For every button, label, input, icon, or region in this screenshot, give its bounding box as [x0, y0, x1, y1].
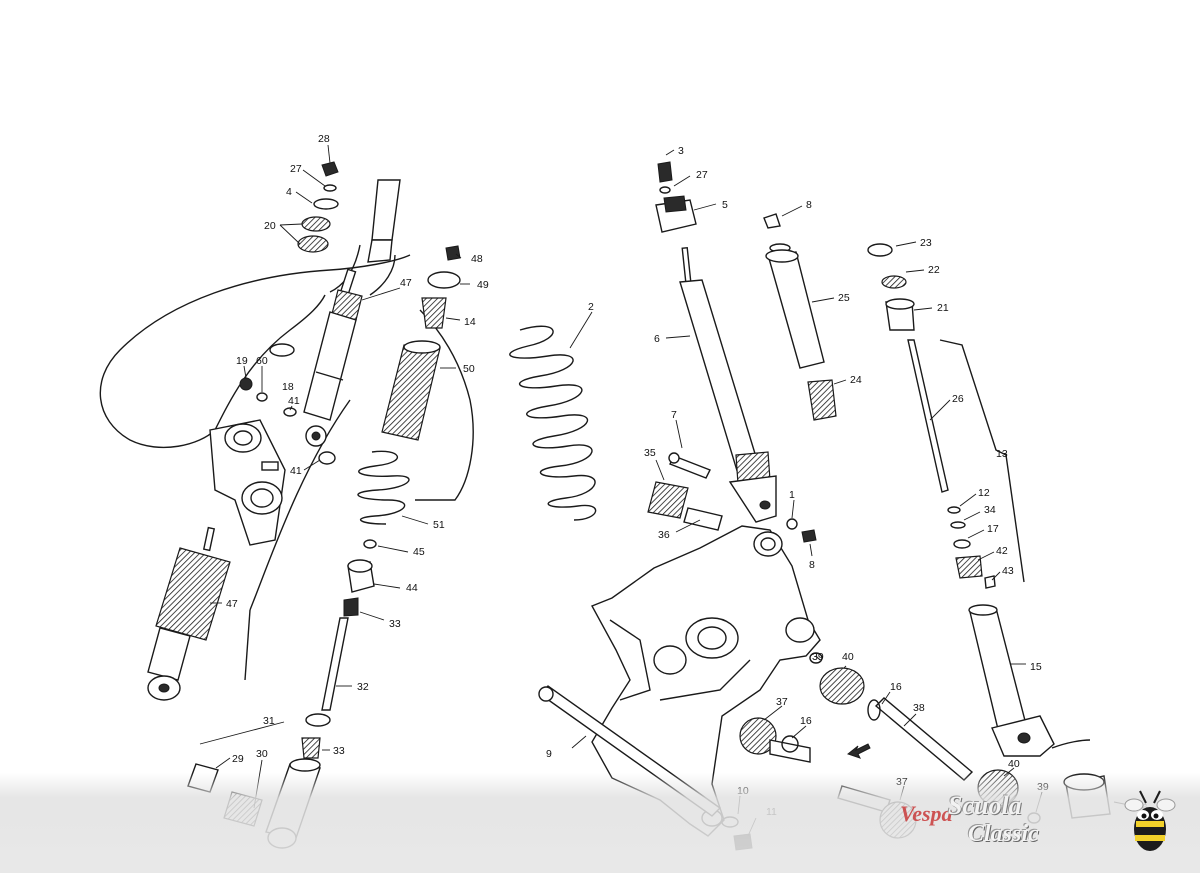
- label-6: 6: [654, 333, 660, 345]
- watermark-logo: Vespa Scuola Classic: [900, 785, 1180, 865]
- label-12: 12: [978, 487, 990, 499]
- label-33-lower: 33: [333, 745, 345, 757]
- label-4: 4: [286, 186, 292, 198]
- watermark-classic-text: Classic: [968, 821, 1039, 847]
- label-31: 31: [263, 715, 275, 727]
- label-28: 28: [318, 133, 330, 145]
- watermark-scuola-text: Scuola: [948, 791, 1022, 820]
- engine-casing: [591, 525, 821, 837]
- label-40-upper: 40: [842, 651, 854, 663]
- label-22: 22: [928, 264, 940, 276]
- label-38: 38: [913, 702, 925, 714]
- label-1: 1: [789, 489, 795, 501]
- label-26: 26: [952, 393, 964, 405]
- label-43: 43: [1002, 565, 1014, 577]
- label-35: 35: [644, 447, 656, 459]
- label-7: 7: [671, 409, 677, 421]
- label-18: 18: [282, 381, 294, 393]
- label-60: 60: [256, 355, 268, 367]
- label-27-left: 27: [290, 163, 302, 175]
- front-shock-absorber-upper: [303, 268, 363, 447]
- label-9: 9: [546, 748, 552, 760]
- label-19: 19: [236, 355, 248, 367]
- label-11: 11: [766, 806, 777, 818]
- label-37-upper: 37: [776, 696, 788, 708]
- label-25: 25: [838, 292, 850, 304]
- top-mount-right: [867, 243, 915, 331]
- label-47-top: 47: [400, 277, 412, 289]
- label-10: 10: [737, 785, 749, 797]
- label-45: 45: [413, 546, 425, 558]
- label-15: 15: [1030, 661, 1042, 673]
- rear-shock-top: [655, 161, 697, 233]
- label-41-lower: 41: [290, 465, 302, 477]
- label-32: 32: [357, 681, 369, 693]
- bracket-13: [939, 339, 1091, 749]
- damper-rod-26: [907, 339, 996, 589]
- watermark-vespa-text: Vespa: [900, 801, 953, 826]
- label-3: 3: [678, 145, 684, 157]
- label-14: 14: [464, 316, 476, 328]
- bolt-7-and-bushings: [647, 452, 817, 543]
- label-40-lower: 40: [1008, 758, 1020, 770]
- label-13: 13: [996, 448, 1008, 460]
- dust-cover-50: [381, 340, 441, 441]
- label-41-upper: 41: [288, 395, 300, 407]
- label-23: 23: [920, 237, 932, 249]
- buffer-and-cap: [421, 245, 461, 329]
- label-50: 50: [463, 363, 475, 375]
- direction-arrow: [846, 743, 871, 759]
- label-8-lower: 8: [809, 559, 815, 571]
- label-44: 44: [406, 582, 418, 594]
- lower-damper-31: [187, 721, 321, 849]
- shock-cover-25: [763, 213, 837, 421]
- label-20: 20: [264, 220, 276, 232]
- steering-tube: [329, 179, 401, 296]
- label-2: 2: [588, 301, 594, 313]
- label-21: 21: [937, 302, 949, 314]
- label-8-upper: 8: [806, 199, 812, 211]
- label-17: 17: [987, 523, 999, 535]
- label-16-right: 16: [890, 681, 902, 693]
- label-16-center: 16: [800, 715, 812, 727]
- label-36: 36: [658, 529, 670, 541]
- label-29: 29: [232, 753, 244, 765]
- label-39-upper: 39: [812, 651, 824, 663]
- label-24: 24: [850, 374, 862, 386]
- label-48: 48: [471, 253, 483, 265]
- label-27-right: 27: [696, 169, 708, 181]
- label-49: 49: [477, 279, 489, 291]
- main-coil-spring: [509, 325, 597, 521]
- label-5: 5: [722, 199, 728, 211]
- label-33-upper: 33: [389, 618, 401, 630]
- fork-hub-casting: [209, 419, 286, 546]
- bee-mascot-icon: [1124, 790, 1176, 851]
- rear-shock-body: [679, 247, 777, 523]
- front-shock-absorber-lower: [147, 526, 231, 701]
- front-frame-outline: [99, 254, 474, 681]
- label-34: 34: [984, 504, 996, 516]
- lower-mount-parts: [301, 539, 377, 759]
- label-47-lower: 47: [226, 598, 238, 610]
- label-51: 51: [433, 519, 445, 531]
- label-30: 30: [256, 748, 268, 760]
- shock-body-15: [968, 604, 1055, 757]
- coil-spring-51: [357, 450, 410, 525]
- bushings-small-left: [239, 343, 336, 465]
- label-42: 42: [996, 545, 1008, 557]
- top-mount-stack: [297, 161, 339, 253]
